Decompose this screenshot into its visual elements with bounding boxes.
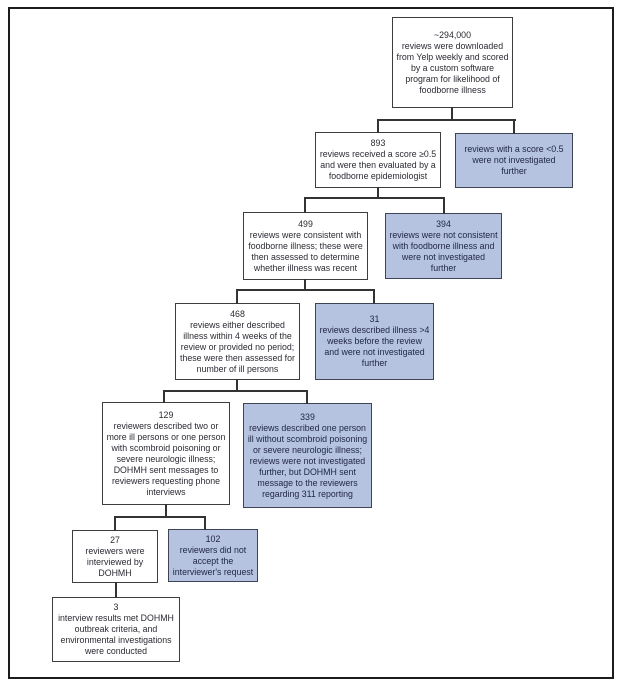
node-reviews-downloaded: ~294,000 reviews were downloaded from Ye… bbox=[392, 17, 513, 108]
connector-line bbox=[304, 197, 445, 199]
connector-line bbox=[304, 197, 306, 213]
connector-line bbox=[163, 390, 165, 403]
node-count: 893 bbox=[370, 138, 386, 148]
node-text: reviews were consistent with foodborne i… bbox=[248, 229, 363, 273]
node-count: 27 bbox=[110, 534, 120, 545]
node-text: reviewers were interviewed by DOHMH bbox=[85, 545, 145, 578]
node-text: reviewers described two or more ill pers… bbox=[106, 420, 226, 497]
connector-line bbox=[377, 119, 379, 133]
node-count: 102 bbox=[205, 533, 221, 544]
connector-line bbox=[114, 516, 206, 518]
node-multiple-ill-or-severe: 129 reviewers described two or more ill … bbox=[102, 402, 230, 505]
node-recent-illness: 468 reviews either described illness wit… bbox=[175, 303, 300, 380]
node-count: ~294,000 bbox=[434, 29, 471, 40]
node-not-consistent-excluded: 394 reviews were not consistent with foo… bbox=[385, 213, 502, 279]
connector-line bbox=[165, 504, 167, 518]
node-text: reviews were downloaded from Yelp weekly… bbox=[396, 40, 509, 95]
connector-line bbox=[373, 289, 375, 304]
node-count: 499 bbox=[298, 218, 313, 229]
node-outbreak-criteria-met: 3 interview results met DOHMH outbreak c… bbox=[52, 597, 180, 662]
connector-line bbox=[236, 379, 238, 392]
connector-line bbox=[236, 289, 238, 304]
node-count: 339 bbox=[300, 411, 315, 422]
connector-line bbox=[443, 197, 445, 214]
connector-line bbox=[236, 289, 375, 291]
node-declined-interview-excluded: 102 reviewers did not accept the intervi… bbox=[168, 529, 258, 582]
node-score-below-threshold-excluded: reviews with a score <0.5 were not inves… bbox=[455, 133, 573, 188]
connector-line bbox=[163, 390, 308, 392]
connector-line bbox=[306, 390, 308, 404]
connector-line bbox=[451, 107, 453, 121]
connector-line bbox=[115, 582, 117, 598]
connector-line bbox=[304, 279, 306, 291]
node-count: 31 bbox=[369, 314, 380, 324]
node-text: reviewers did not accept the interviewer… bbox=[172, 544, 254, 577]
node-count: 129 bbox=[158, 409, 174, 420]
node-text: reviews described illness >4 weeks befor… bbox=[319, 325, 430, 368]
node-count: 3 bbox=[113, 602, 119, 612]
connector-line bbox=[377, 187, 379, 199]
node-count: 394 bbox=[436, 218, 451, 229]
node-interviewed: 27 reviewers were interviewed by DOHMH bbox=[72, 530, 158, 583]
node-text: reviews either described illness within … bbox=[180, 319, 295, 374]
node-count: 468 bbox=[230, 308, 245, 319]
node-score-above-threshold: 893 reviews received a score ≥0.5 and we… bbox=[315, 132, 441, 188]
node-text: reviews received a score ≥0.5 and were t… bbox=[319, 149, 437, 181]
node-text: reviews were not consistent with foodbor… bbox=[389, 229, 498, 273]
connector-line bbox=[114, 516, 116, 531]
connector-line bbox=[204, 516, 206, 530]
node-consistent-with-illness: 499 reviews were consistent with foodbor… bbox=[243, 212, 368, 280]
connector-line bbox=[513, 119, 515, 134]
connector-line bbox=[377, 119, 516, 121]
node-text: interview results met DOHMH outbreak cri… bbox=[58, 613, 174, 656]
node-single-ill-excluded: 339 reviews described one person ill wit… bbox=[243, 403, 372, 508]
node-old-illness-excluded: 31 reviews described illness >4 weeks be… bbox=[315, 303, 434, 380]
node-text: reviews with a score <0.5 were not inves… bbox=[464, 144, 564, 176]
node-text: reviews described one person ill without… bbox=[247, 422, 368, 499]
